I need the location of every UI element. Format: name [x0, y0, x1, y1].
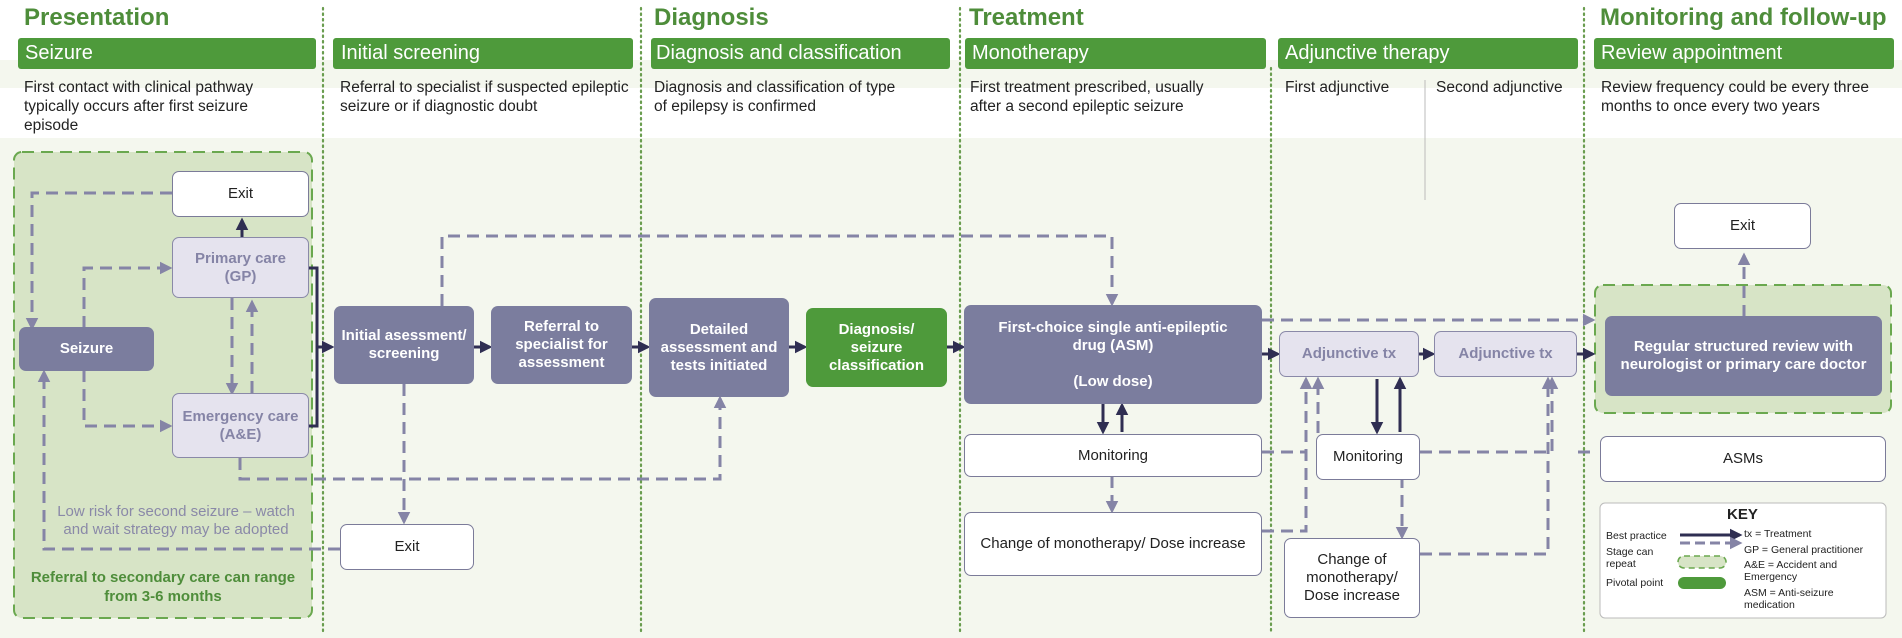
connector-change-adj2 [1420, 376, 1555, 556]
stage-title-treatment: Treatment [969, 4, 1084, 31]
node-monitoring-adj: Monitoring [1316, 434, 1420, 480]
node-primary-care: Primary care (GP) [172, 237, 309, 298]
low-risk-note: Low risk for second seizure – watch and … [57, 503, 295, 538]
column-label-review: Review appointment [1601, 42, 1783, 64]
node-detailed-assessment: Detailed assessment and tests initiated [649, 298, 789, 397]
connector-ae-detailed [238, 395, 727, 481]
key-ae-label: A&E = Accident and Emergency [1744, 559, 1838, 583]
node-monitoring-mono: Monitoring [964, 434, 1262, 477]
column-label-adjunctive: Adjunctive therapy [1285, 42, 1450, 64]
key-best-practice-label: Best practice [1606, 530, 1667, 542]
column-label-diagnosis-classification: Diagnosis and classification [656, 42, 902, 64]
column-label-seizure: Seizure [25, 42, 93, 64]
key-pivotal-point-label: Pivotal point [1606, 577, 1664, 589]
description-monotherapy: First treatment prescribed, usually afte… [970, 79, 1204, 115]
key-gp-label: GP = General practitioner [1744, 544, 1864, 556]
low-dose-label: (Low dose) [1073, 372, 1153, 390]
node-exit-review: Exit [1674, 203, 1811, 249]
node-seizure: Seizure [19, 327, 154, 371]
connector-adjmon-adj2 [1420, 376, 1559, 454]
description-review: Review frequency could be every three mo… [1601, 79, 1869, 115]
node-adjunctive-tx-1: Adjunctive tx [1279, 331, 1419, 377]
key-stage-repeat-label: Stage can repeat [1606, 546, 1654, 570]
node-exit-presentation: Exit [172, 171, 309, 217]
column-header-bars [18, 38, 1894, 69]
description-diagnosis: Diagnosis and classification of type of … [654, 79, 896, 115]
node-emergency-care: Emergency care (A&E) [172, 393, 309, 458]
node-regular-review: Regular structured review with neurologi… [1605, 316, 1882, 396]
key-tx-label: tx = Treatment [1744, 528, 1812, 540]
connector-seizure-gp [82, 261, 173, 328]
connector-exit-seizure [37, 369, 340, 551]
key-legend [1599, 502, 1887, 619]
column-label-initial-screening: Initial screening [341, 42, 480, 64]
referral-note: Referral to secondary care can range fro… [30, 569, 296, 605]
node-referral-specialist: Referral to specialist for assessment [491, 306, 632, 384]
connector-exit-loop [25, 191, 172, 331]
stage-title-monitoring: Monitoring and follow-up [1600, 4, 1887, 31]
node-asms: ASMs [1600, 436, 1886, 482]
column-label-monotherapy: Monotherapy [972, 42, 1089, 64]
node-exit-screening: Exit [340, 524, 474, 570]
connector-change-adj1 [1262, 376, 1313, 533]
repeat-connectors [25, 191, 1751, 556]
key-repeat-swatch [1677, 555, 1727, 569]
best-practice-connectors [235, 217, 1596, 435]
arrow-bracket-assessment [309, 266, 332, 428]
first-choice-asm-label: First-choice single anti-epileptic drug … [998, 318, 1228, 354]
node-change-mono: Change of monotherapy/ Dose increase [964, 512, 1262, 576]
connector-assessment-asm [440, 234, 1119, 307]
description-initial-screening: Referral to specialist if suspected epil… [340, 79, 629, 115]
key-pivotal-swatch [1678, 577, 1726, 589]
key-title: KEY [1727, 506, 1758, 523]
node-change-adj: Change of monotherapy/ Dose increase [1284, 538, 1420, 618]
node-initial-assessment: Initial asessment/ screening [334, 306, 474, 384]
node-adjunctive-tx-2: Adjunctive tx [1434, 331, 1577, 377]
node-first-choice-asm: First-choice single anti-epileptic drug … [964, 305, 1262, 404]
description-seizure: First contact with clinical pathway typi… [24, 79, 254, 134]
node-diagnosis-classification: Diagnosis/ seizure classification [806, 308, 947, 387]
stage-title-presentation: Presentation [24, 4, 170, 31]
stage-title-diagnosis: Diagnosis [654, 4, 769, 31]
description-second-adjunctive: Second adjunctive [1436, 79, 1563, 96]
key-asm-label: ASM = Anti-seizure medication [1744, 587, 1834, 611]
description-first-adjunctive: First adjunctive [1285, 79, 1390, 96]
